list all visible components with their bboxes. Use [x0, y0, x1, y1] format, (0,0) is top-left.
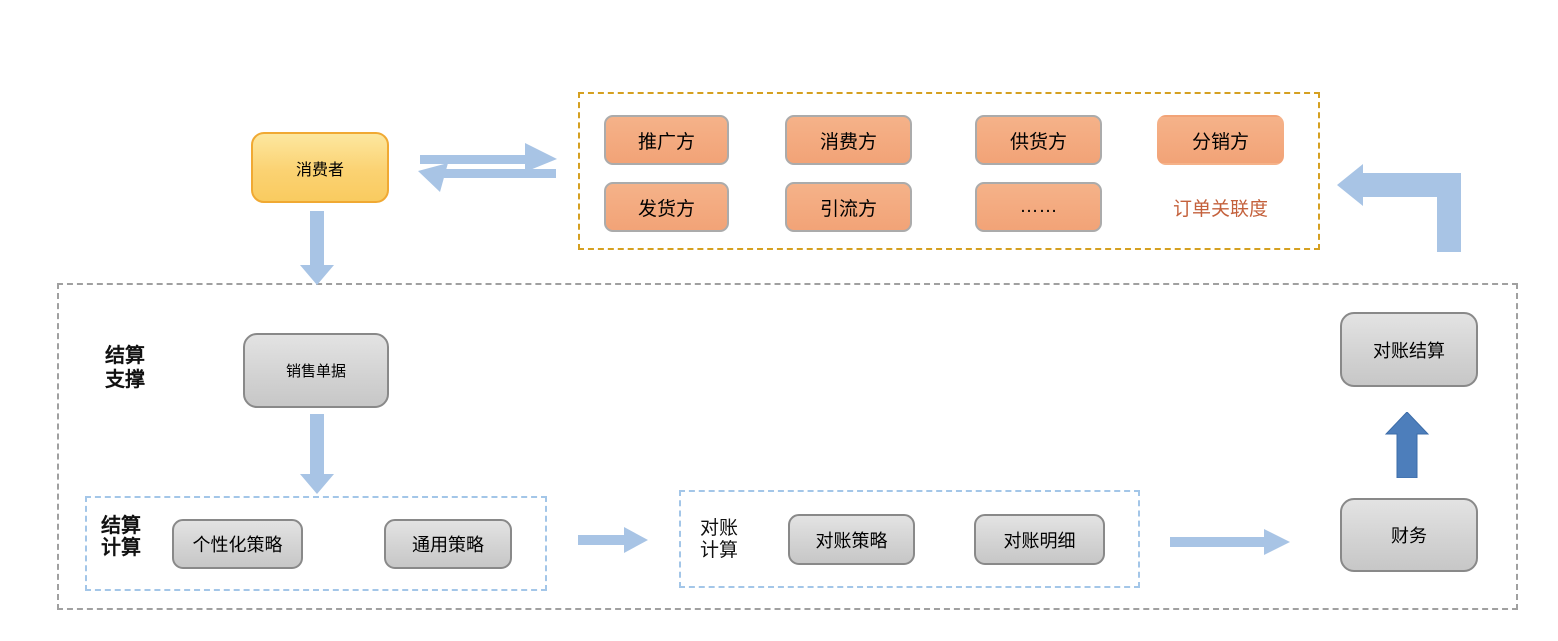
settlement-support-label-line1: 结算	[105, 345, 145, 367]
finance-label: 财务	[1391, 526, 1427, 546]
reconcile-calc-label-line2: 计算	[700, 540, 739, 561]
parties-panel: 推广方 消费方 供货方 分销方 发货方 引流方 …… 订单关联度	[578, 92, 1320, 250]
down-arrow-icon	[300, 211, 334, 285]
party-node-promoter: 推广方	[604, 115, 729, 165]
order-relevance-label: 订单关联度	[1172, 198, 1268, 220]
general-strategy-label: 通用策略	[412, 535, 484, 555]
sales-doc-node: 销售单据	[243, 333, 389, 408]
settlement-calc-label: 结算 计算	[101, 515, 141, 559]
party-label: 分销方	[1191, 131, 1249, 153]
settlement-support-label: 结算 支撑	[105, 344, 145, 392]
general-strategy-node: 通用策略	[384, 519, 512, 569]
consumer-node: 消费者	[251, 132, 389, 203]
reconcile-settlement-node: 对账结算	[1340, 312, 1478, 387]
personalized-strategy-node: 个性化策略	[172, 519, 303, 569]
finance-node: 财务	[1340, 498, 1478, 572]
up-arrow-icon	[1385, 412, 1429, 478]
party-node-consumer-side: 消费方	[785, 115, 912, 165]
right-arrow-icon	[1170, 529, 1290, 555]
down-arrow-icon	[300, 414, 334, 494]
party-label: ……	[1019, 196, 1058, 217]
settlement-support-label-line2: 支撑	[105, 369, 145, 391]
party-node-distributor: 分销方	[1157, 115, 1284, 165]
order-relevance-note: 订单关联度	[1157, 182, 1284, 232]
right-arrow-icon	[578, 527, 648, 553]
settlement-calc-panel: 结算 计算 个性化策略 通用策略	[85, 496, 547, 591]
party-label: 推广方	[637, 131, 695, 153]
reconcile-calc-label-line1: 对账	[700, 518, 739, 539]
party-label: 引流方	[819, 198, 877, 220]
party-node-traffic: 引流方	[785, 182, 912, 232]
consumer-label: 消费者	[295, 161, 344, 179]
reconcile-detail-node: 对账明细	[974, 514, 1105, 565]
party-label: 消费方	[819, 131, 877, 153]
reconcile-calc-label: 对账 计算	[700, 518, 738, 562]
reconcile-calc-panel: 对账 计算 对账策略 对账明细	[679, 490, 1140, 588]
party-node-supplier: 供货方	[975, 115, 1102, 165]
party-node-ellipsis: ……	[975, 182, 1102, 232]
elbow-left-arrow-icon	[1337, 164, 1461, 252]
settlement-support-panel	[57, 283, 1518, 610]
personalized-strategy-label: 个性化策略	[192, 535, 283, 555]
reconcile-strategy-label: 对账策略	[815, 530, 888, 551]
sales-doc-label: 销售单据	[285, 363, 346, 380]
party-label: 供货方	[1009, 131, 1067, 153]
exchange-arrows-icon	[418, 143, 557, 192]
settlement-calc-label-line2: 计算	[101, 537, 141, 559]
party-node-shipper: 发货方	[604, 182, 729, 232]
settlement-calc-label-line1: 结算	[101, 515, 141, 537]
reconcile-settlement-label: 对账结算	[1373, 340, 1445, 361]
reconcile-detail-label: 对账明细	[1003, 530, 1076, 551]
reconcile-strategy-node: 对账策略	[788, 514, 915, 565]
party-label: 发货方	[637, 198, 695, 220]
